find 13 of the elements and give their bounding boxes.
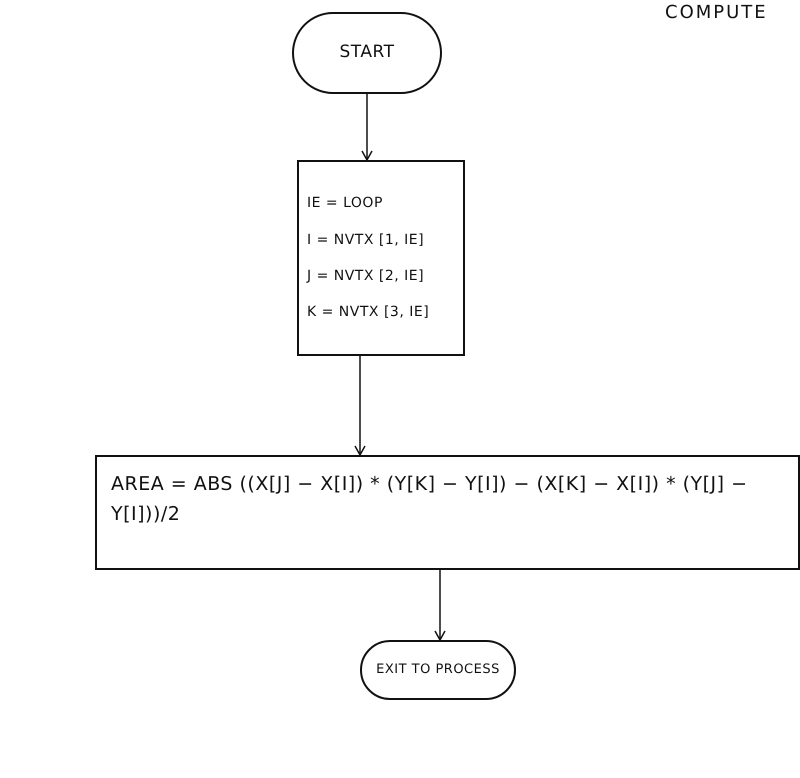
process-box bbox=[95, 455, 800, 570]
note-text: COMPUTE bbox=[665, 2, 768, 23]
arrow bbox=[354, 356, 366, 456]
process-box bbox=[297, 160, 465, 356]
node-text: IE = LOOP bbox=[307, 194, 383, 214]
node-text: J = NVTX [2, IE] bbox=[307, 267, 424, 286]
arrow bbox=[434, 570, 446, 641]
node-text: EXIT TO PROCESS bbox=[376, 660, 500, 679]
node-text: K = NVTX [3, IE] bbox=[307, 303, 430, 322]
arrow bbox=[361, 94, 373, 161]
node-text: START bbox=[340, 41, 394, 64]
formula-text: AREA = ABS ((X[J] − X[I]) * (Y[K] − Y[I]) − (X[K] − X[I]) * (Y[J] − Y[I]))/2 bbox=[111, 472, 749, 528]
node-text: I = NVTX [1, IE] bbox=[307, 230, 424, 250]
